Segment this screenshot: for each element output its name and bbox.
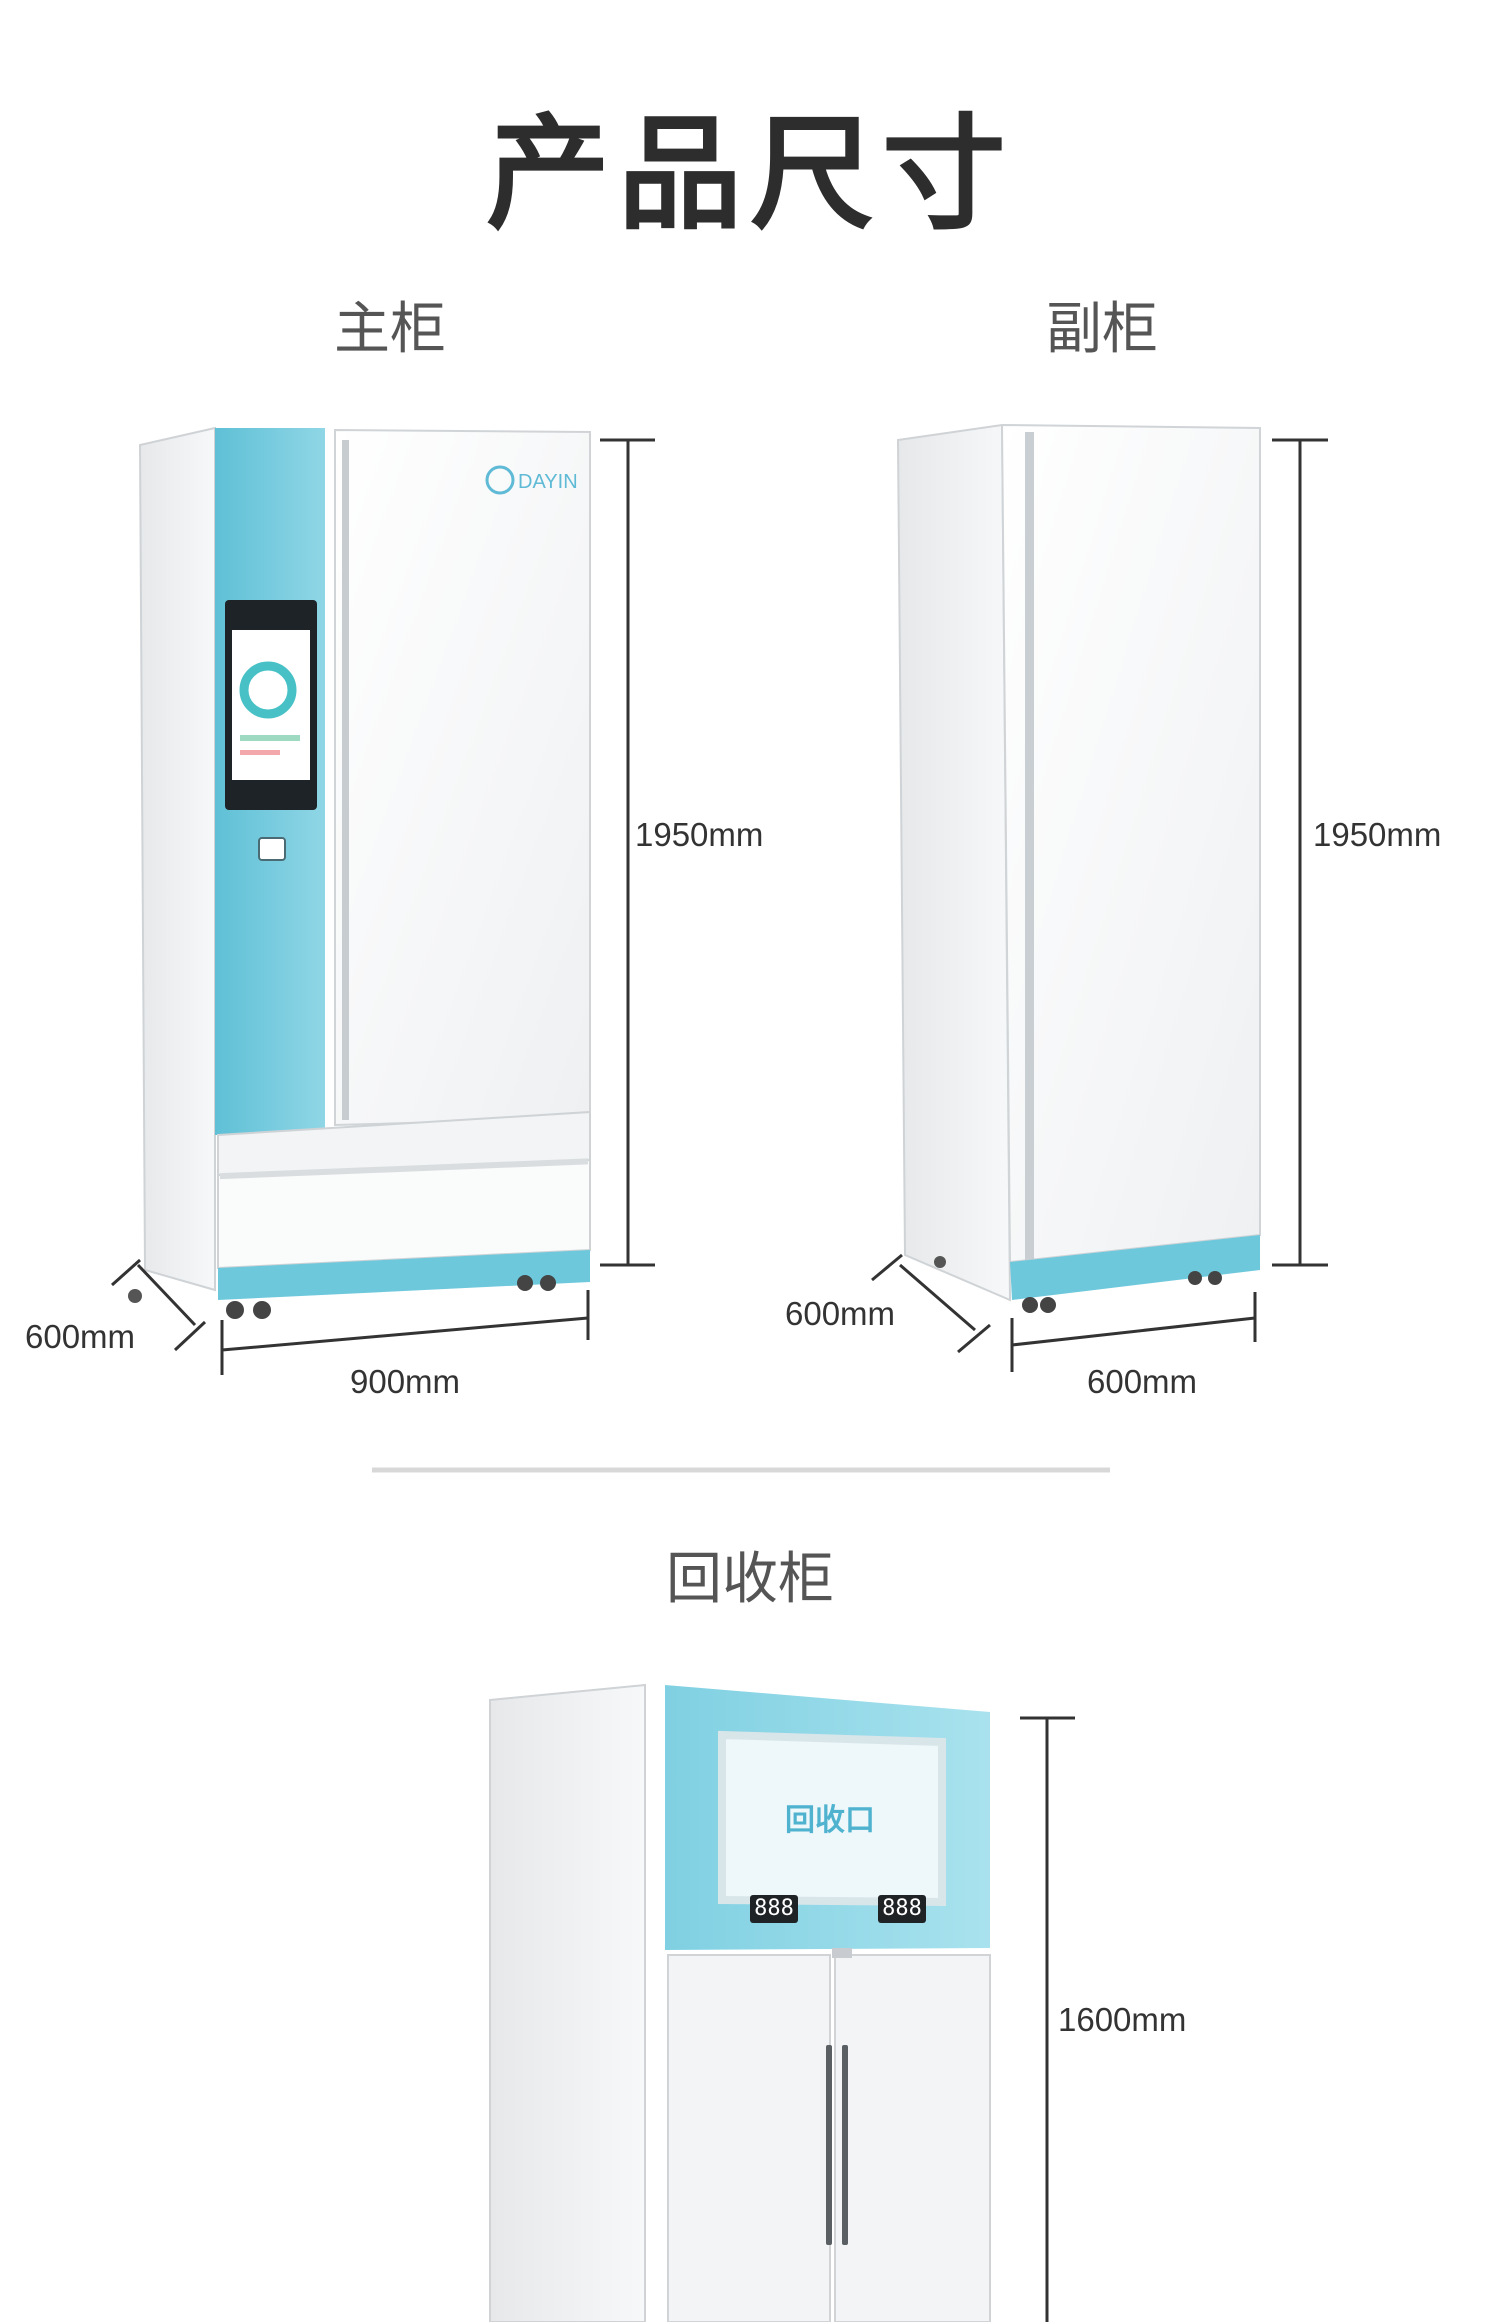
door-handle-left [826, 2045, 832, 2245]
recycle-slot-label: 回收口 [785, 1803, 875, 1838]
sub-depth-dimension [871, 1253, 991, 1354]
main-height-label: 1950mm [635, 816, 764, 853]
main-depth-dimension [111, 1258, 207, 1352]
main-width-dimension [220, 1290, 590, 1375]
recycle-height-label: 1600mm [1058, 2001, 1187, 2038]
sub-width-dimension [1010, 1292, 1257, 1372]
main-depth-label: 600mm [25, 1318, 136, 1355]
sub-height-dimension [1272, 438, 1328, 1267]
main-width-label: 900mm [350, 1363, 461, 1400]
counter-right-value: 888 [882, 1896, 922, 1921]
page-title: 产品尺寸 [485, 103, 1014, 247]
sub-cabinet-title: 副柜 [1046, 297, 1158, 362]
recycle-slot [718, 1730, 946, 1907]
recycle-cabinet-title: 回收柜 [666, 1547, 834, 1612]
sub-height-label: 1950mm [1313, 816, 1442, 853]
main-cabinet-title: 主柜 [334, 297, 446, 362]
sub-cabinet [896, 423, 1261, 1313]
main-height-dimension [600, 438, 655, 1267]
recycle-height-dimension [1020, 1716, 1075, 2322]
brand-logo: DAYIN [518, 471, 578, 493]
card-reader [258, 837, 286, 861]
sub-depth-label: 600mm [785, 1295, 896, 1332]
counter-left-value: 888 [754, 1896, 794, 1921]
door-handle-right [842, 2045, 848, 2245]
sub-width-label: 600mm [1087, 1363, 1198, 1400]
recycle-cabinet [489, 1683, 991, 2322]
logo-icon [485, 465, 515, 495]
main-cabinet: DAYIN [128, 426, 591, 1319]
counter-display-left [750, 1895, 798, 1923]
counter-display-right [878, 1895, 926, 1923]
